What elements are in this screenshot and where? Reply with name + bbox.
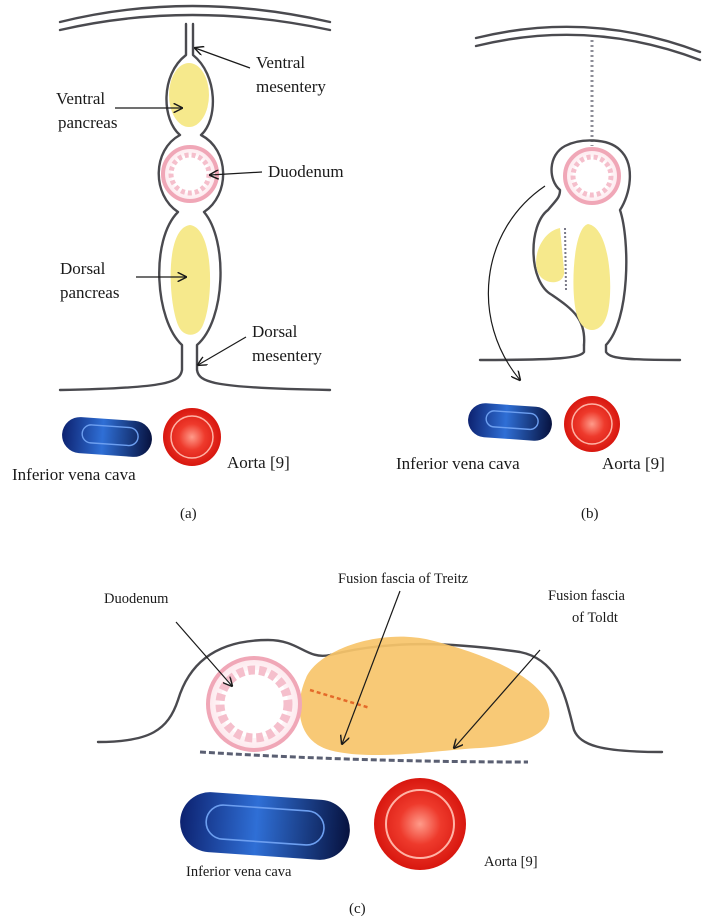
label-dorsal-mesentery-1: Dorsal	[252, 322, 298, 341]
anterior-body-wall-inner	[60, 15, 330, 30]
label-aorta-c: Aorta [9]	[484, 854, 538, 870]
panel-a-label: (a)	[180, 506, 197, 522]
panel-b: Inferior vena cava Aorta [9] (b)	[396, 27, 700, 522]
label-ventral-pancreas-1: Ventral	[56, 89, 105, 108]
aorta-a	[163, 408, 221, 466]
dorsal-pancreas	[171, 225, 210, 335]
ivc-b	[467, 402, 553, 442]
duodenum-c	[208, 658, 300, 750]
label-ivc-b: Inferior vena cava	[396, 454, 520, 473]
label-duodenum-c: Duodenum	[104, 591, 169, 607]
panel-b-label: (b)	[581, 506, 599, 522]
ventral-pancreas	[169, 63, 209, 127]
fusion-line-b	[565, 228, 566, 290]
aorta-c	[374, 778, 466, 870]
label-dorsal-mesentery-2: mesentery	[252, 346, 322, 365]
ivc-c	[178, 790, 352, 862]
label-aorta-b: Aorta [9]	[602, 454, 665, 473]
dorsal-pancreas-b	[573, 224, 610, 330]
duodenum-a	[163, 147, 217, 201]
duodenum-b	[565, 149, 619, 203]
label-ivc-c: Inferior vena cava	[186, 864, 292, 880]
label-ventral-mesentery-2: mesentery	[256, 77, 326, 96]
panel-c-label: (c)	[349, 901, 366, 917]
label-aorta-a: Aorta [9]	[227, 453, 290, 472]
label-fusion-treitz: Fusion fascia of Treitz	[338, 571, 469, 587]
mesentery-outline	[60, 24, 186, 390]
rotation-arrow	[488, 186, 545, 380]
label-fusion-toldt-1: Fusion fascia	[548, 588, 625, 604]
label-dorsal-pancreas-1: Dorsal	[60, 259, 106, 278]
mesentery-outline-b-left	[480, 345, 584, 360]
anterior-body-wall-b-inner	[476, 35, 700, 60]
arrow-duodenum-c	[176, 622, 232, 686]
arrow-dorsal-mesentery	[198, 337, 246, 365]
panel-c: Duodenum Fusion fascia of Treitz Fusion …	[98, 571, 662, 917]
ventral-pancreas-b	[536, 228, 564, 282]
label-ivc-a: Inferior vena cava	[12, 465, 136, 484]
label-duodenum-a: Duodenum	[268, 162, 344, 181]
label-fusion-toldt-2: of Toldt	[572, 610, 618, 626]
pancreas-c	[300, 637, 550, 755]
label-ventral-pancreas-2: pancreas	[58, 113, 117, 132]
panel-a: Ventral mesentery Ventral pancreas Duode…	[12, 6, 344, 522]
aorta-b	[564, 396, 620, 452]
label-dorsal-pancreas-2: pancreas	[60, 283, 119, 302]
label-ventral-mesentery-1: Ventral	[256, 53, 305, 72]
ivc-a	[61, 416, 153, 458]
